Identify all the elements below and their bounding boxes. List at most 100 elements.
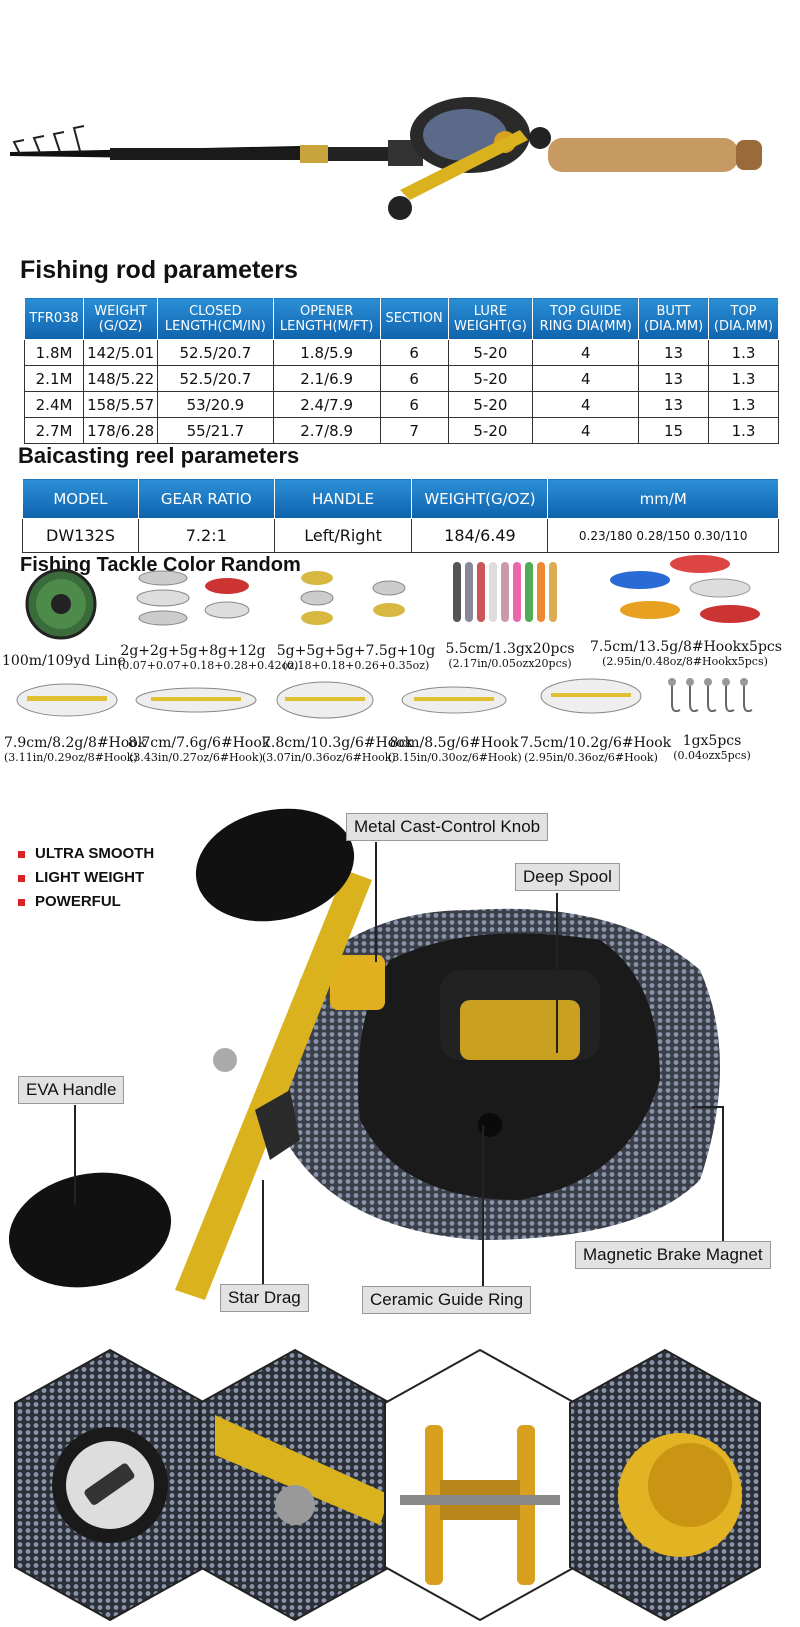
rod-table-cell: 6 [379, 391, 449, 418]
rod-table-cell: 2.4/7.9 [272, 391, 381, 418]
reel-line-capacity: 0.23/180 0.28/150 0.30/110 [547, 518, 779, 553]
rod-table-cell: 1.8M [23, 339, 85, 366]
rod-table-cell: 55/21.7 [157, 417, 274, 444]
jerkbait-icon [401, 686, 507, 714]
reel-header-gear-ratio: GEAR RATIO [137, 478, 275, 519]
rod-table-cell: 5-20 [447, 417, 534, 444]
rod-table-cell: 1.3 [708, 339, 779, 366]
spinner-lure-icon [300, 571, 406, 625]
spoon-lure-icon [136, 570, 250, 626]
rod-table-cell: 5-20 [447, 339, 534, 366]
tackle-jig-heads: 1gx5pcs (0.04ozx5pcs) [654, 674, 770, 762]
rod-table-cell: 4 [532, 391, 640, 418]
reel-handle: Left/Right [273, 518, 413, 553]
rod-table-cell: 4 [532, 339, 640, 366]
tackle-jerkbait: 8cm/8.5g/6#Hook (3.15in/0.30oz/6#Hook) [388, 676, 522, 764]
rod-table-cell: 1.3 [708, 365, 779, 392]
rod-header-cell: SECTION [379, 297, 449, 340]
rod-table-cell: 1.8/5.9 [272, 339, 381, 366]
rod-table-cell: 13 [638, 391, 710, 418]
reel-header-weight: WEIGHT(G/OZ) [411, 478, 549, 519]
rod-table-cell: 2.7M [23, 417, 85, 444]
rod-table-cell: 148/5.22 [83, 365, 159, 392]
popper-icon [540, 678, 642, 714]
tackle-crankbait: 7.9cm/8.2g/8#Hook (3.11in/0.29oz/8#Hook) [4, 676, 146, 764]
rod-table-cell: 5-20 [447, 391, 534, 418]
leader-line [262, 1180, 264, 1285]
detail-brake-dial [14, 1348, 206, 1622]
feature-light-weight: LIGHT WEIGHT [18, 869, 144, 886]
tackle-soft-worms: 5.5cm/1.3gx20pcs (2.17in/0.05ozx20pcs) [440, 558, 580, 670]
rod-table-cell: 7 [379, 417, 449, 444]
minnow-icon [135, 687, 257, 713]
callout-eva-handle: EVA Handle [18, 1076, 125, 1104]
callout-star-drag: Star Drag [220, 1284, 309, 1312]
leader-line [74, 1105, 76, 1205]
detail-cast-knob [569, 1348, 761, 1622]
feature-powerful: POWERFUL [18, 893, 121, 910]
rod-table-cell: 158/5.57 [83, 391, 159, 418]
reel-header-line-capacity: mm/M [547, 478, 779, 519]
rod-header-cell: BUTT(DIA.MM) [638, 297, 710, 340]
rod-table-cell: 4 [532, 365, 640, 392]
tackle-minnow: 8.7cm/7.6g/6#Hook (3.43in/0.27oz/6#Hook) [128, 676, 270, 764]
tackle-heading: Fishing Tackle Color Random [20, 554, 301, 576]
leader-line [556, 893, 558, 1053]
rod-header-cell: TOP(DIA.MM) [708, 297, 779, 340]
rod-table-cell: 1.3 [708, 391, 779, 418]
leader-line [482, 1125, 484, 1286]
reel-weight: 184/6.49 [411, 518, 549, 553]
leader-line [722, 1106, 724, 1241]
callout-cast-control-knob: Metal Cast-Control Knob [346, 813, 549, 841]
reel-table-row: DW132S 7.2:1 Left/Right 184/6.49 0.23/18… [22, 518, 779, 553]
vib-lure-icon [276, 681, 374, 719]
reel-header-handle: HANDLE [273, 478, 413, 519]
detail-handle-arm [199, 1348, 391, 1622]
rod-header-cell: WEIGHT(G/OZ) [83, 297, 159, 340]
baitcasting-reel-image [8, 808, 720, 1300]
rod-header-cell: TFR038 [23, 297, 85, 340]
reel-gear-ratio: 7.2:1 [137, 518, 275, 553]
bullet-icon [18, 850, 25, 858]
reel-parameters-heading: Baicasting reel parameters [18, 443, 300, 468]
bullet-icon [18, 898, 25, 906]
tackle-spoons: 2g+2g+5g+8g+12g (0.07+0.07+0.18+0.28+0.4… [118, 566, 298, 672]
rod-table-cell: 15 [638, 417, 710, 444]
reel-parameters-table: MODEL GEAR RATIO HANDLE WEIGHT(G/OZ) mm/… [22, 478, 779, 553]
detail-hexagon-row [14, 1348, 761, 1622]
rod-table-cell: 1.3 [708, 417, 779, 444]
soft-worm-icon [453, 562, 557, 622]
tackle-vib: 7.8cm/10.3g/6#Hook (3.07in/0.36oz/6#Hook… [262, 676, 413, 764]
rod-table-cell: 4 [532, 417, 640, 444]
rod-table-cell: 53/20.9 [157, 391, 274, 418]
jig-head-icon [668, 678, 753, 713]
bullet-icon [18, 874, 25, 882]
tackle-spinners: 5g+5g+5g+7.5g+10g (0.18+0.18+0.26+0.35oz… [276, 566, 436, 672]
soft-fish-icon [610, 555, 760, 623]
rod-parameters-heading: Fishing rod parameters [20, 256, 298, 284]
callout-ceramic-guide-ring: Ceramic Guide Ring [362, 1286, 532, 1314]
reel-model: DW132S [22, 518, 139, 553]
callout-magnetic-brake-magnet: Magnetic Brake Magnet [575, 1241, 771, 1269]
rod-table-cell: 6 [379, 339, 449, 366]
tackle-soft-fish: 7.5cm/13.5g/8#Hookx5pcs (2.95in/0.48oz/8… [590, 550, 782, 668]
rod-table-cell: 13 [638, 365, 710, 392]
tackle-line: 100m/109yd Line [2, 566, 126, 669]
rod-table-cell: 13 [638, 339, 710, 366]
rod-table-cell: 2.1M [23, 365, 85, 392]
rod-table-cell: 6 [379, 365, 449, 392]
rod-table-cell: 52.5/20.7 [157, 365, 274, 392]
rod-table-cell: 142/5.01 [83, 339, 159, 366]
leader-line [692, 1106, 724, 1108]
leader-line [375, 842, 377, 962]
reel-header-model: MODEL [22, 478, 139, 519]
